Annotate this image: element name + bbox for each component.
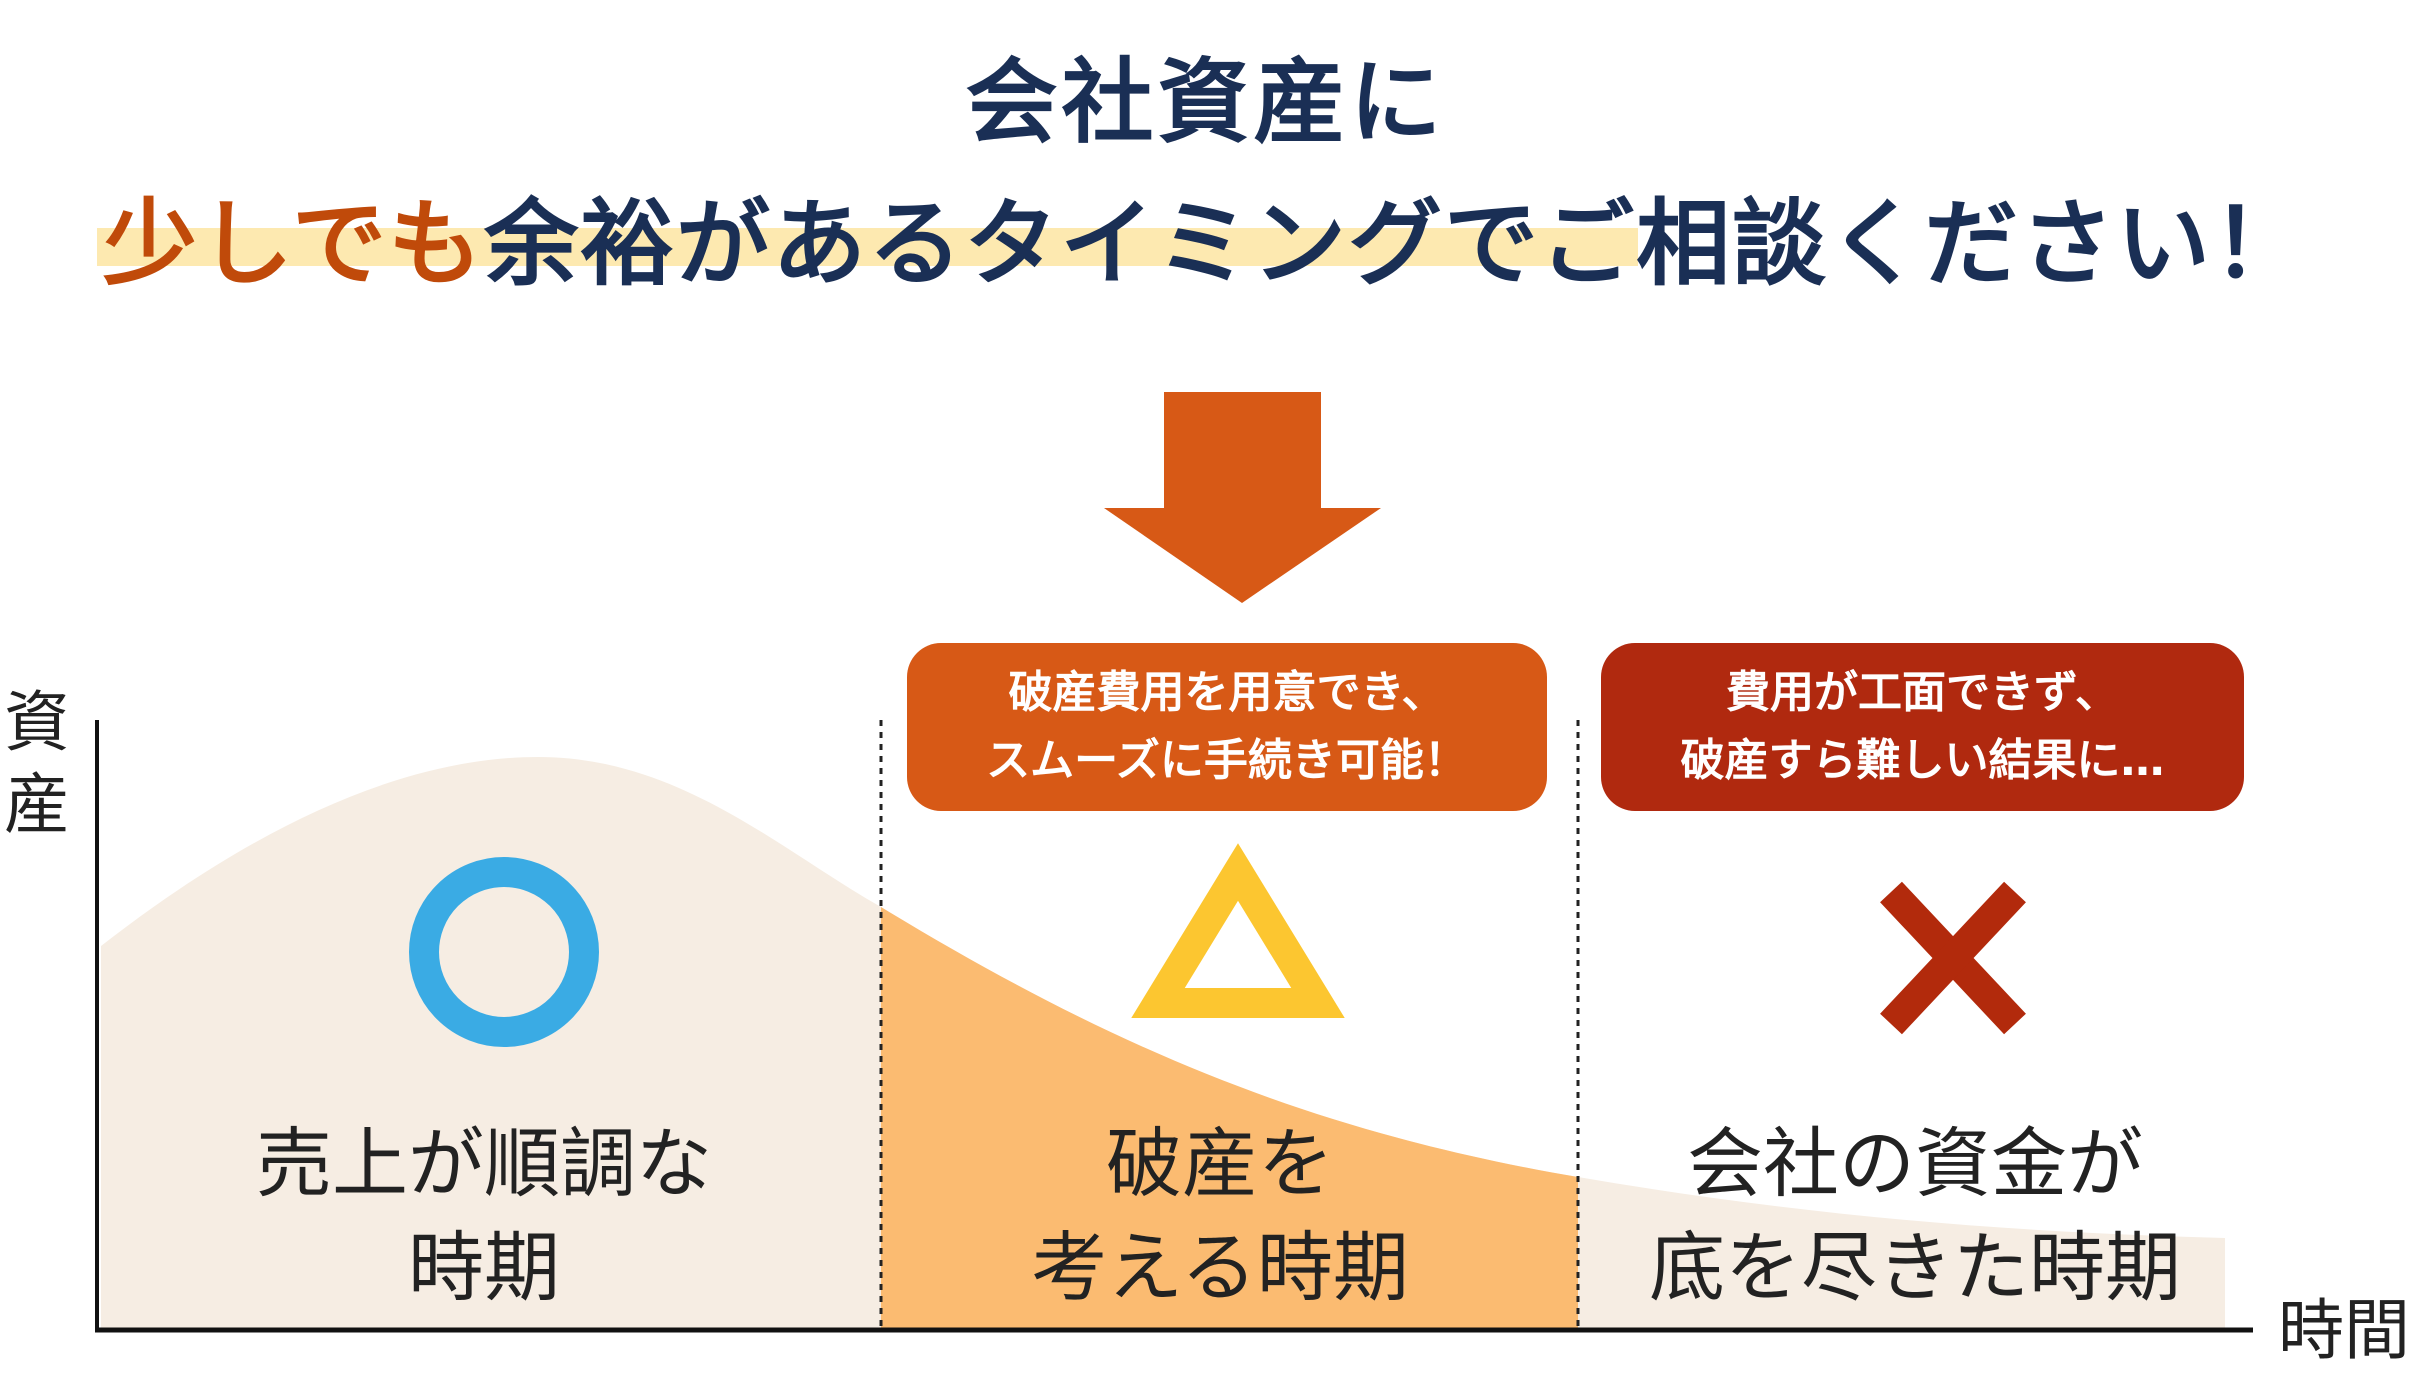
heading-line2: 少しでも余裕があるタイミングでご相談ください！ (0, 168, 2411, 304)
y-axis-label-char: 資 (4, 684, 70, 761)
y-axis-label: 資 産 (2, 682, 72, 846)
triangle-fair-icon (1131, 843, 1345, 1018)
phase-label-depleted: 会社の資金が 底を尽きた時期 (1610, 1112, 2220, 1320)
heading-emphasis: 少しでも (102, 190, 485, 299)
phase-label-line: 時期 (408, 1223, 560, 1312)
phase-label-line: 破産を (1106, 1119, 1334, 1208)
y-axis-label-char: 産 (4, 766, 70, 843)
cross-bad-icon (1880, 881, 2026, 1035)
callout-feasible: 破産費用を用意でき、 スムーズに手続き可能！ (907, 643, 1547, 811)
callout-line: スムーズに手続き可能！ (986, 735, 1468, 786)
phase-label-consider: 破産を 考える時期 (920, 1112, 1520, 1320)
heading-rest: 余裕があるタイミングでご相談ください！ (484, 190, 2309, 299)
phase-label-good: 売上が順調な 時期 (184, 1112, 784, 1320)
callout-line: 破産費用を用意でき、 (1008, 667, 1446, 718)
x-axis-label: 時間 (2278, 1292, 2410, 1369)
heading-line1: 会社資産に (965, 49, 1446, 156)
phase-label-line: 考える時期 (1031, 1223, 1409, 1312)
down-arrow-icon (1104, 392, 1381, 603)
heading-highlight (97, 228, 1638, 266)
phase-label-line: 会社の資金が (1687, 1119, 2143, 1208)
asset-curve-highlight (881, 907, 1578, 1330)
circle-good-icon (409, 857, 599, 1047)
asset-curve-area (101, 757, 2225, 1330)
phase-label-line: 売上が順調な (256, 1119, 712, 1208)
phase-label-line: 底を尽きた時期 (1649, 1223, 2181, 1312)
callout-line: 破産すら難しい結果に… (1680, 735, 2165, 786)
callout-line: 費用が工面できず、 (1726, 667, 2119, 718)
callout-difficult: 費用が工面できず、 破産すら難しい結果に… (1601, 643, 2244, 811)
